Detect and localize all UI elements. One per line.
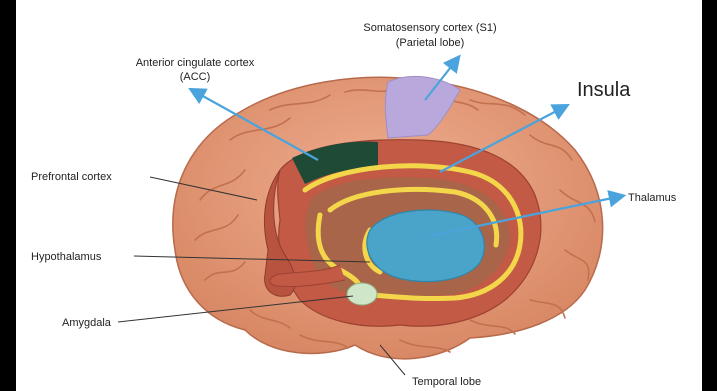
label-amygdala: Amygdala bbox=[62, 317, 112, 329]
amygdala-region bbox=[347, 283, 377, 305]
label-acc-line2: (ACC) bbox=[180, 71, 211, 83]
label-hypothalamus: Hypothalamus bbox=[31, 251, 102, 263]
thalamus-region bbox=[367, 210, 484, 282]
label-acc-line1: Anterior cingulate cortex bbox=[136, 57, 255, 69]
label-prefrontal: Prefrontal cortex bbox=[31, 171, 112, 183]
label-thalamus: Thalamus bbox=[628, 192, 677, 204]
label-temporal: Temporal lobe bbox=[412, 376, 481, 388]
label-insula: Insula bbox=[577, 79, 631, 101]
label-somatosensory-line1: Somatosensory cortex (S1) bbox=[363, 22, 496, 34]
label-somatosensory-line2: (Parietal lobe) bbox=[396, 37, 464, 49]
